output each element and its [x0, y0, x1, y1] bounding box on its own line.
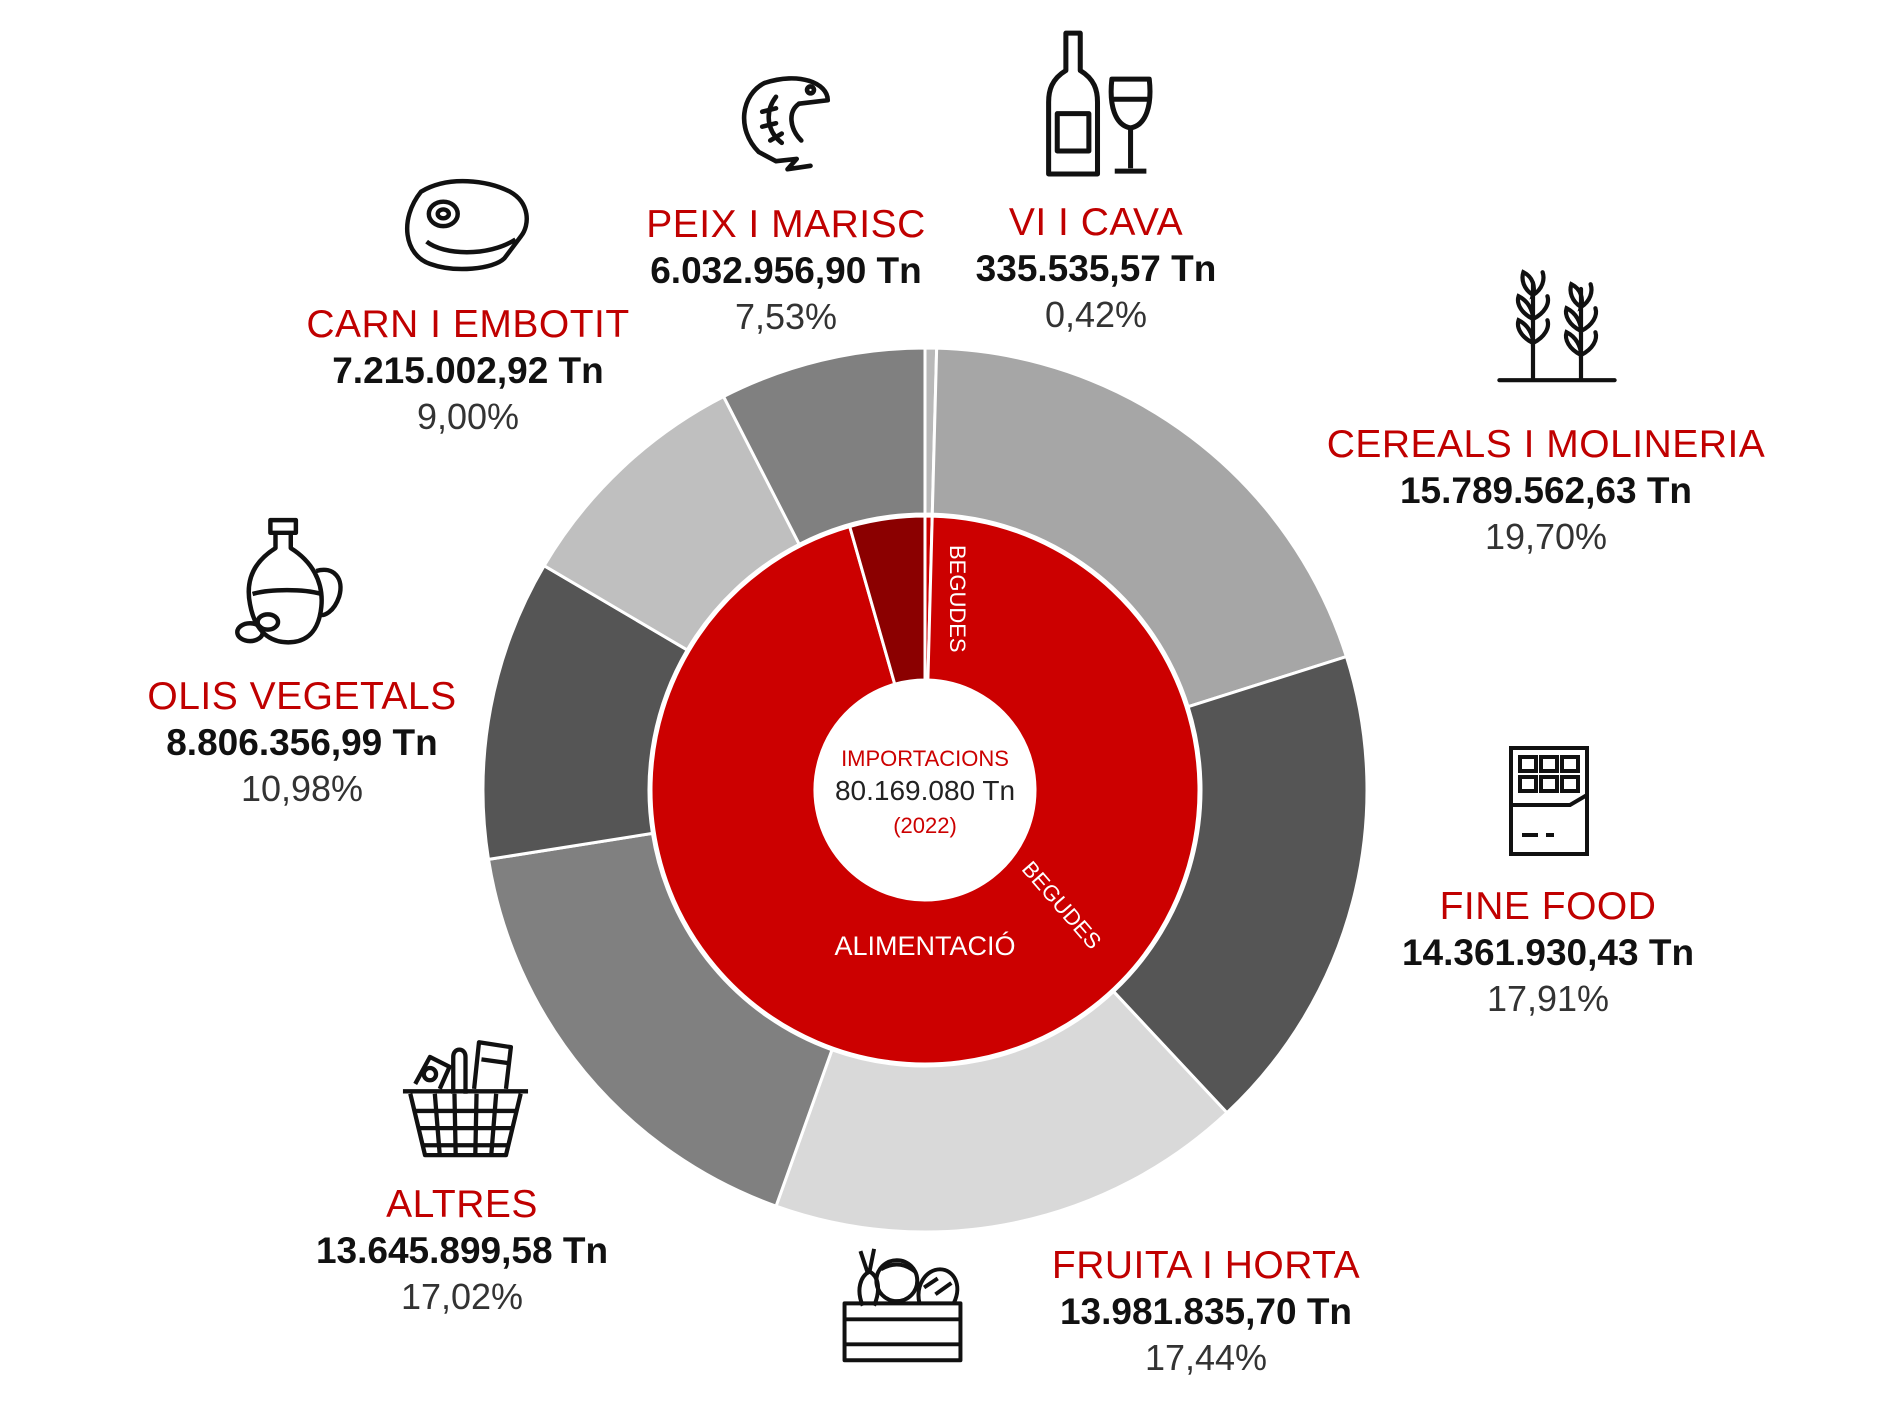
- label-peix-i-marisc: PEIX I MARISC 6.032.956,90 Tn 7,53%: [646, 202, 926, 340]
- category-percent: 17,91%: [1486, 978, 1610, 1019]
- label-altres: ALTRES 13.645.899,58 Tn 17,02%: [316, 1182, 608, 1320]
- category-name: PEIX I MARISC: [646, 203, 926, 246]
- category-name: CARN I EMBOTIT: [306, 303, 630, 346]
- category-name: FINE FOOD: [1439, 885, 1657, 928]
- label-olis-vegetals: OLIS VEGETALS 8.806.356,99 Tn 10,98%: [147, 674, 456, 812]
- center-title: IMPORTACIONS: [841, 746, 1009, 771]
- category-percent: 0,42%: [1044, 294, 1148, 335]
- outer-slice-altres: [486, 831, 834, 1209]
- category-percent: 7,53%: [734, 296, 838, 337]
- shrimp-icon: [730, 60, 845, 175]
- label-cereals-i-molineria: CEREALS I MOLINERIA 15.789.562,63 Tn 19,…: [1327, 422, 1766, 560]
- category-value: 13.645.899,58 Tn: [315, 1230, 609, 1271]
- category-percent: 10,98%: [240, 768, 364, 809]
- wheat-icon: [1497, 265, 1617, 385]
- category-value: 13.981.835,70 Tn: [1059, 1291, 1353, 1332]
- category-percent: 9,00%: [416, 396, 520, 437]
- outer-slice-cereals-i-molineria: [930, 346, 1349, 709]
- label-fruita-i-horta: FRUITA I HORTA 13.981.835,70 Tn 17,44%: [1052, 1243, 1360, 1381]
- inner-label-alimentacio: ALIMENTACIÓ: [834, 930, 1015, 961]
- center-total: 80.169.080 Tn: [835, 775, 1015, 806]
- category-percent: 17,44%: [1144, 1337, 1268, 1378]
- wine-icon: [1040, 30, 1155, 180]
- category-name: VI I CAVA: [1008, 201, 1184, 244]
- vegetable-crate-icon: [840, 1235, 965, 1365]
- category-name: CEREALS I MOLINERIA: [1326, 423, 1766, 466]
- outer-slice-peix-i-marisc: [721, 346, 927, 547]
- category-value: 15.789.562,63 Tn: [1399, 470, 1693, 511]
- category-percent: 17,02%: [400, 1276, 524, 1317]
- label-vi-i-cava: VI I CAVA 335.535,57 Tn 0,42%: [976, 200, 1217, 338]
- label-fine-food: FINE FOOD 14.361.930,43 Tn 17,91%: [1402, 884, 1694, 1022]
- center-hole: [814, 679, 1036, 901]
- category-value: 335.535,57 Tn: [975, 248, 1217, 289]
- category-percent: 19,70%: [1484, 516, 1608, 557]
- outer-slice-fruita-i-horta: [774, 989, 1230, 1234]
- inner-label-begudes-top: BEGUDES: [945, 545, 970, 653]
- category-value: 14.361.930,43 Tn: [1401, 932, 1695, 973]
- steak-icon: [398, 175, 533, 275]
- chocolate-icon: [1508, 745, 1590, 857]
- category-name: OLIS VEGETALS: [147, 675, 457, 718]
- basket-icon: [398, 1030, 533, 1160]
- category-value: 7.215.002,92 Tn: [332, 350, 604, 391]
- category-name: FRUITA I HORTA: [1051, 1244, 1361, 1287]
- outer-slice-fine-food: [1111, 654, 1369, 1115]
- category-name: ALTRES: [386, 1183, 538, 1226]
- category-value: 8.806.356,99 Tn: [166, 722, 438, 763]
- category-value: 6.032.956,90 Tn: [650, 250, 922, 291]
- oil-bottle-icon: [232, 515, 347, 650]
- label-carn-i-embotit: CARN I EMBOTIT 7.215.002,92 Tn 9,00%: [306, 302, 629, 440]
- center-year: (2022): [893, 813, 957, 838]
